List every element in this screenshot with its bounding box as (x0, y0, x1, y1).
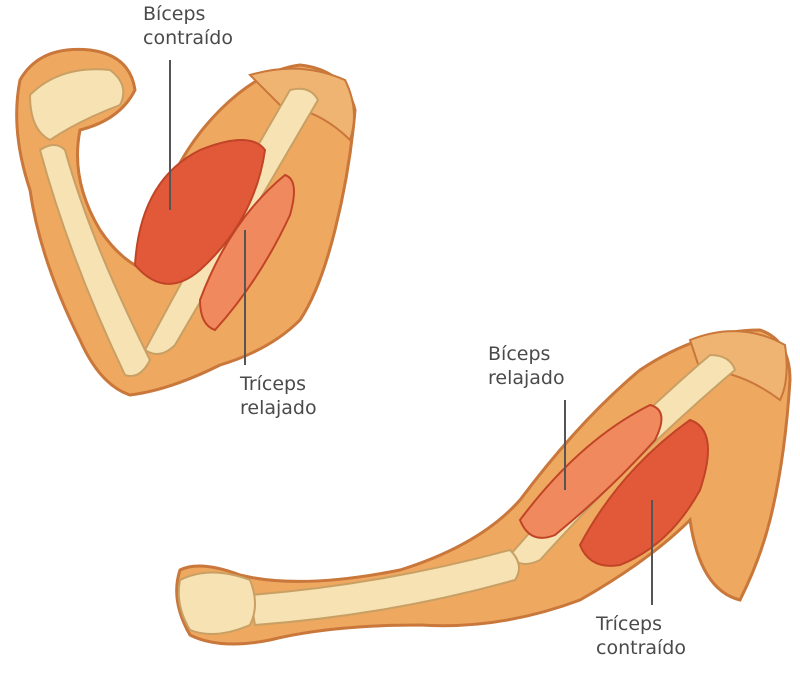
label-triceps-relaxed: Tríceps relajado (240, 372, 317, 420)
extended-hand-bones (177, 571, 256, 635)
extended-arm (175, 328, 792, 646)
label-line: relajado (488, 367, 565, 389)
label-line: Bíceps (143, 3, 206, 25)
label-biceps-contracted: Bíceps contraído (143, 2, 233, 50)
label-line: relajado (240, 397, 317, 419)
label-line: Tríceps (596, 613, 662, 635)
triceps-relaxed-muscle (198, 173, 295, 332)
forearm-bones (38, 144, 152, 377)
hand-bones (28, 68, 125, 142)
extended-forearm-bones (248, 548, 520, 627)
extended-arm-skin (175, 328, 792, 646)
extended-arm-shoulder (688, 330, 788, 402)
biceps-relaxed-muscle (518, 403, 663, 539)
biceps-contracted-muscle (133, 139, 267, 285)
flexed-arm (15, 47, 357, 397)
label-line: contraído (143, 27, 233, 49)
label-line: Bíceps (488, 343, 551, 365)
label-line: contraído (596, 637, 686, 659)
triceps-contracted-muscle (578, 418, 709, 567)
label-line: Tríceps (240, 373, 306, 395)
label-biceps-relaxed: Bíceps relajado (488, 342, 565, 390)
label-triceps-contracted: Tríceps contraído (596, 612, 686, 660)
